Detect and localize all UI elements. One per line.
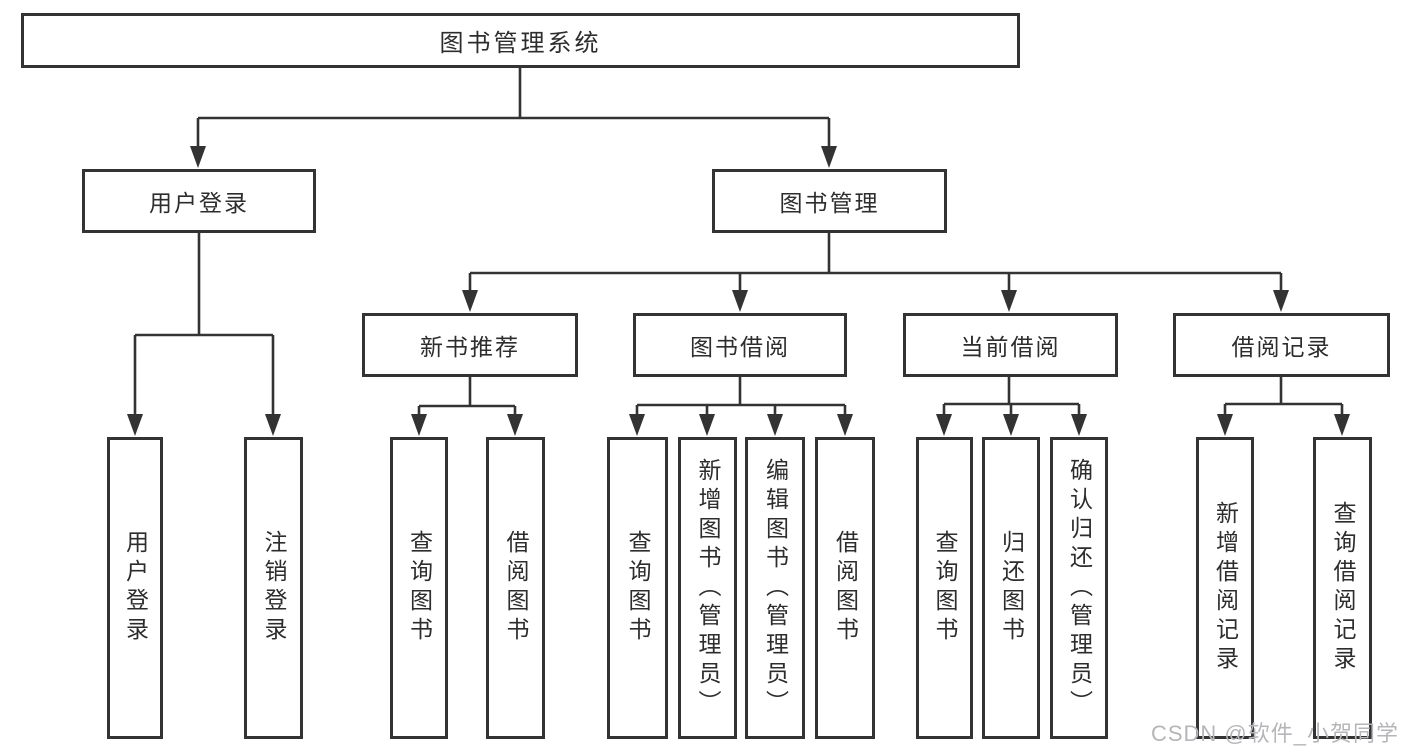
node-new-book-recommend: 新书推荐 (362, 313, 578, 377)
node-label: 当前借阅 (960, 334, 1061, 360)
node-leaf-borrowing-add-books: 新增图书（管理员） (678, 437, 737, 739)
node-label: 查询图书 (406, 530, 433, 646)
node-leaf-current-confirm-return: 确认归还（管理员） (1050, 437, 1108, 739)
node-leaf-recommend-query-books: 查询图书 (390, 437, 448, 739)
connector-current-borrowing-to-leaves (936, 377, 1087, 436)
node-leaf-current-query-books: 查询图书 (916, 437, 973, 739)
connector-user-login-to-leaves (127, 233, 281, 436)
node-label: 用户登录 (122, 530, 149, 646)
node-book-management: 图书管理 (712, 169, 947, 233)
node-leaf-borrowing-edit-books: 编辑图书（管理员） (745, 437, 805, 739)
node-borrowing-records: 借阅记录 (1173, 313, 1390, 377)
node-user-login: 用户登录 (82, 169, 316, 233)
node-label: 用户登录 (149, 190, 249, 216)
node-label: 新增借阅记录 (1212, 501, 1239, 675)
node-book-borrowing: 图书借阅 (633, 313, 847, 377)
node-label: 确认归还（管理员） (1066, 457, 1093, 719)
node-root-system: 图书管理系统 (21, 13, 1020, 68)
node-leaf-logout: 注销登录 (244, 437, 303, 739)
connector-borrowing-records-to-leaves (1217, 377, 1350, 436)
node-current-borrowing: 当前借阅 (903, 313, 1118, 377)
node-label: 借阅图书 (832, 530, 859, 646)
node-label: 图书管理 (779, 190, 880, 216)
node-label: 查询图书 (932, 530, 958, 646)
node-label: 注销登录 (261, 530, 287, 646)
node-label: 借阅图书 (503, 530, 529, 646)
connector-new-book-recommend-to-leaves (411, 377, 523, 436)
connector-root-to-level2 (190, 68, 837, 168)
node-leaf-records-query-record: 查询借阅记录 (1313, 437, 1372, 739)
node-leaf-borrowing-query-books: 查询图书 (607, 437, 668, 739)
node-leaf-recommend-borrow-books: 借阅图书 (486, 437, 545, 739)
node-label: 查询图书 (625, 530, 651, 646)
node-label: 图书借阅 (690, 334, 790, 360)
node-label: 新增图书（管理员） (695, 457, 721, 719)
node-label: 编辑图书（管理员） (762, 457, 789, 719)
node-leaf-current-return-books: 归还图书 (982, 437, 1040, 739)
node-label: 借阅记录 (1231, 334, 1332, 360)
node-leaf-records-add-record: 新增借阅记录 (1196, 437, 1254, 739)
node-leaf-user-login: 用户登录 (107, 437, 163, 739)
node-label: 图书管理系统 (439, 30, 602, 57)
node-leaf-borrowing-borrow-books: 借阅图书 (815, 437, 875, 739)
connector-book-management-to-level3 (462, 233, 1289, 312)
node-label: 查询借阅记录 (1330, 501, 1356, 675)
node-label: 新书推荐 (420, 334, 520, 360)
node-label: 归还图书 (998, 530, 1025, 646)
connector-book-borrowing-to-leaves (629, 377, 853, 436)
watermark: CSDN @软件_小贺同学 (1150, 721, 1399, 746)
